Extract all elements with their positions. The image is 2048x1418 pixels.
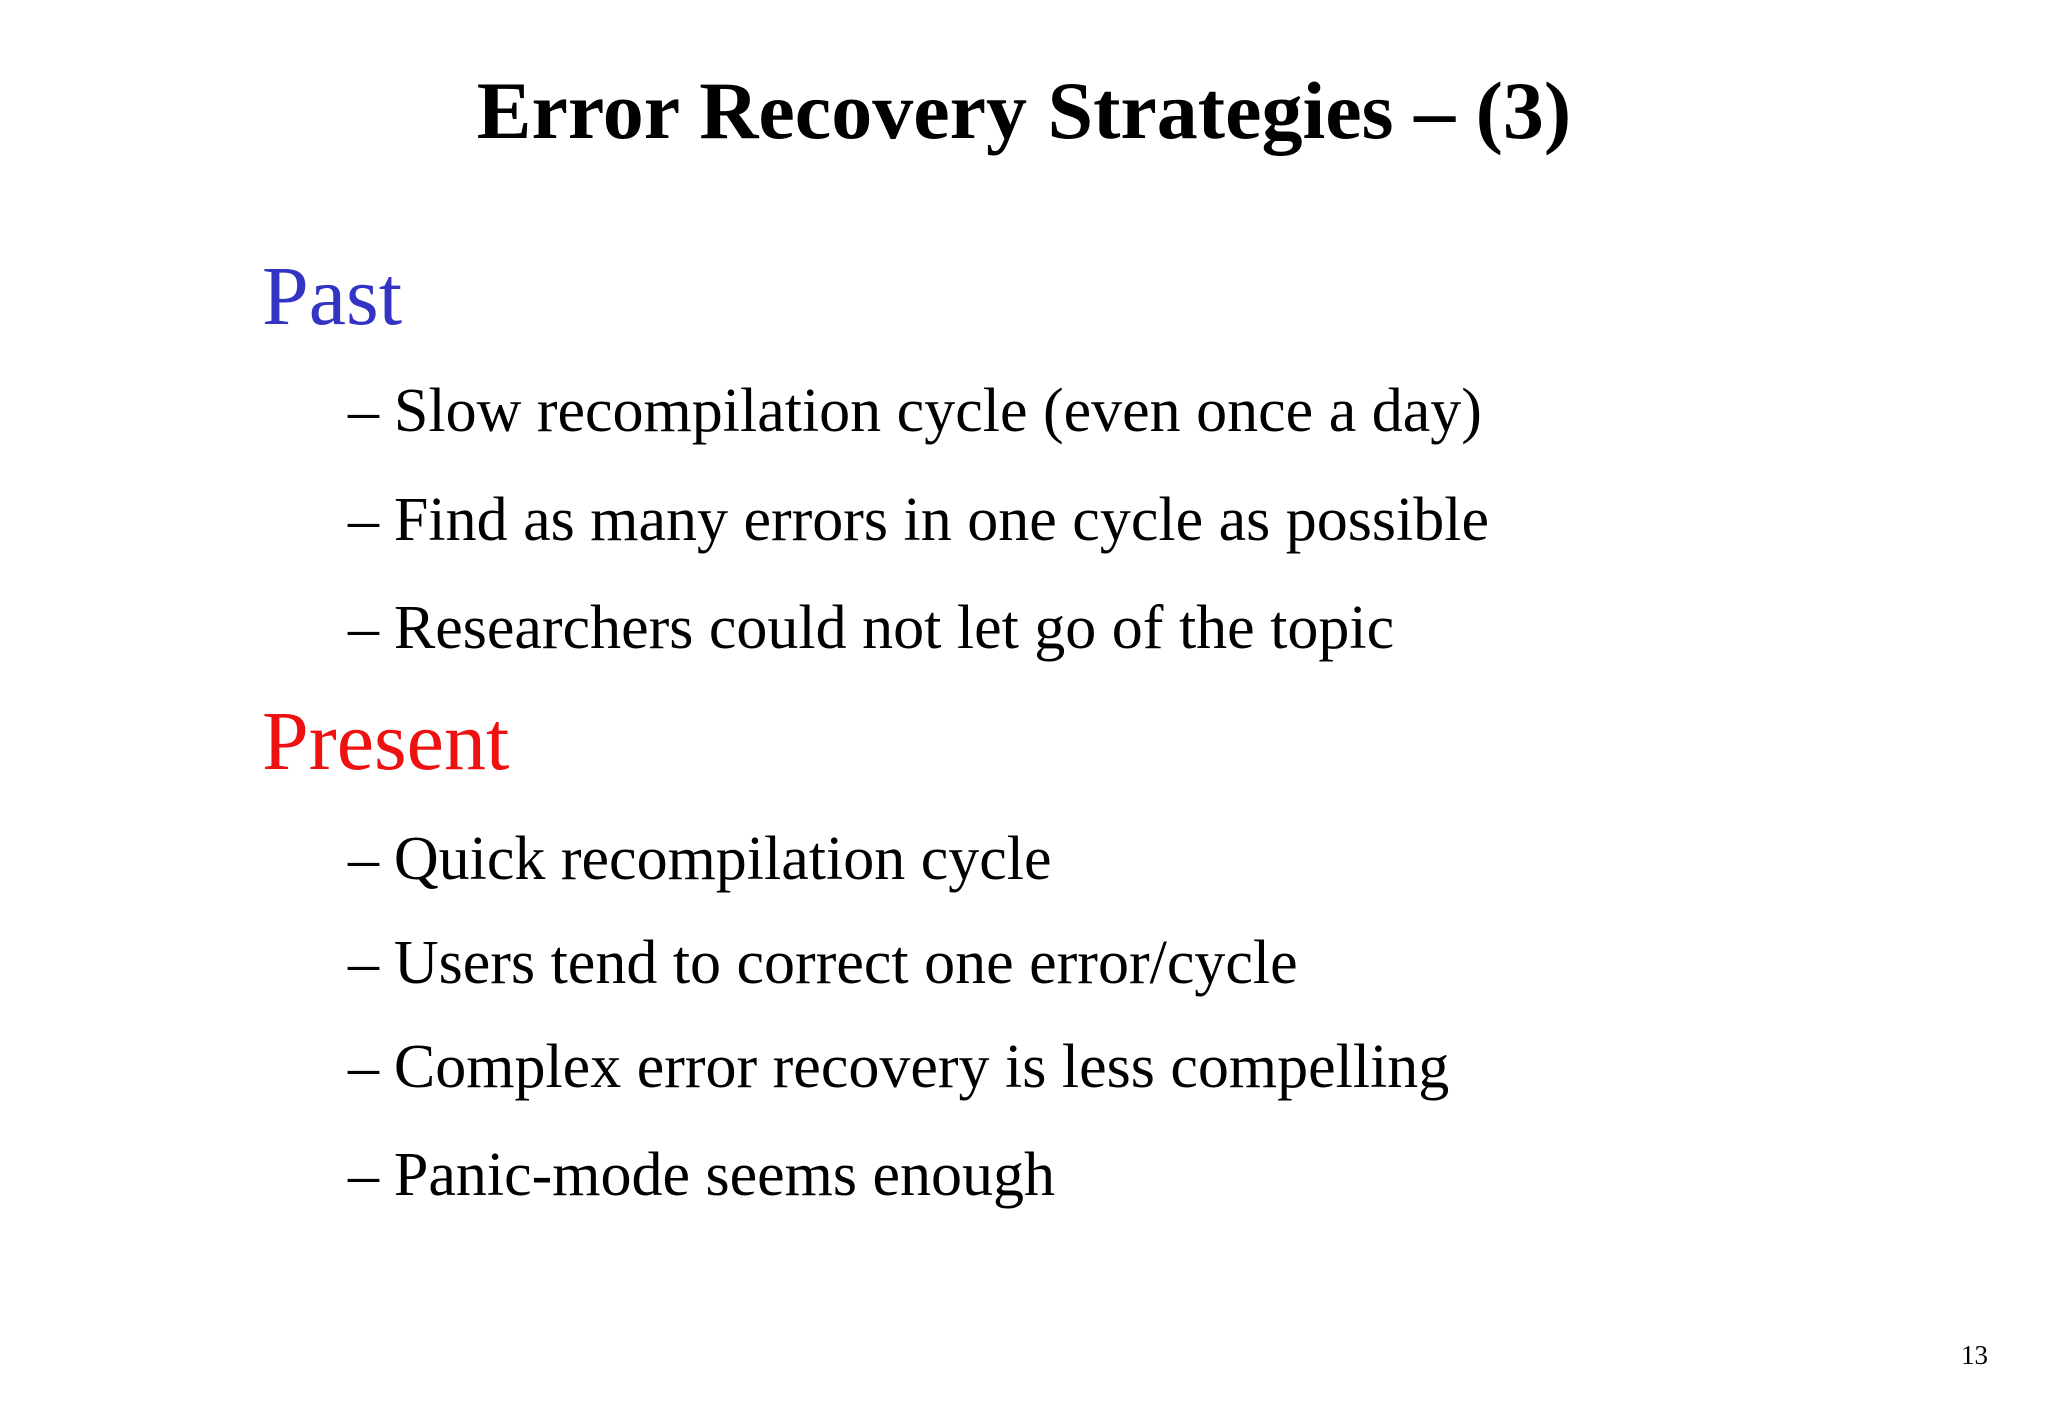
- bullet-text: Quick recompilation cycle: [393, 825, 1052, 893]
- bullet-item: –Panic-mode seems enough: [348, 1144, 1055, 1206]
- dash-marker: –: [348, 1033, 379, 1101]
- bullet-item: –Quick recompilation cycle: [348, 828, 1052, 890]
- slide-title: Error Recovery Strategies – (3): [476, 65, 1572, 156]
- bullet-text: Complex error recovery is less compellin…: [393, 1033, 1450, 1101]
- dash-marker: –: [348, 377, 379, 445]
- dash-marker: –: [348, 929, 379, 997]
- bullet-text: Panic-mode seems enough: [393, 1141, 1056, 1209]
- bullet-item: –Users tend to correct one error/cycle: [348, 932, 1298, 994]
- bullet-item: –Slow recompilation cycle (even once a d…: [348, 380, 1482, 442]
- dash-marker: –: [348, 825, 379, 893]
- bullet-item: –Researchers could not let go of the top…: [348, 597, 1394, 659]
- dash-marker: –: [348, 1141, 379, 1209]
- bullet-text: Slow recompilation cycle (even once a da…: [393, 377, 1482, 445]
- bullet-text: Researchers could not let go of the topi…: [393, 594, 1395, 662]
- section-heading-present: Present: [262, 695, 510, 788]
- section-heading-past: Past: [262, 250, 403, 343]
- bullet-text: Find as many errors in one cycle as poss…: [393, 486, 1489, 554]
- bullet-item: –Complex error recovery is less compelli…: [348, 1036, 1449, 1098]
- dash-marker: –: [348, 594, 379, 662]
- dash-marker: –: [348, 486, 379, 554]
- bullet-item: –Find as many errors in one cycle as pos…: [348, 489, 1489, 551]
- bullet-text: Users tend to correct one error/cycle: [393, 929, 1298, 997]
- page-number: 13: [1961, 1340, 1988, 1370]
